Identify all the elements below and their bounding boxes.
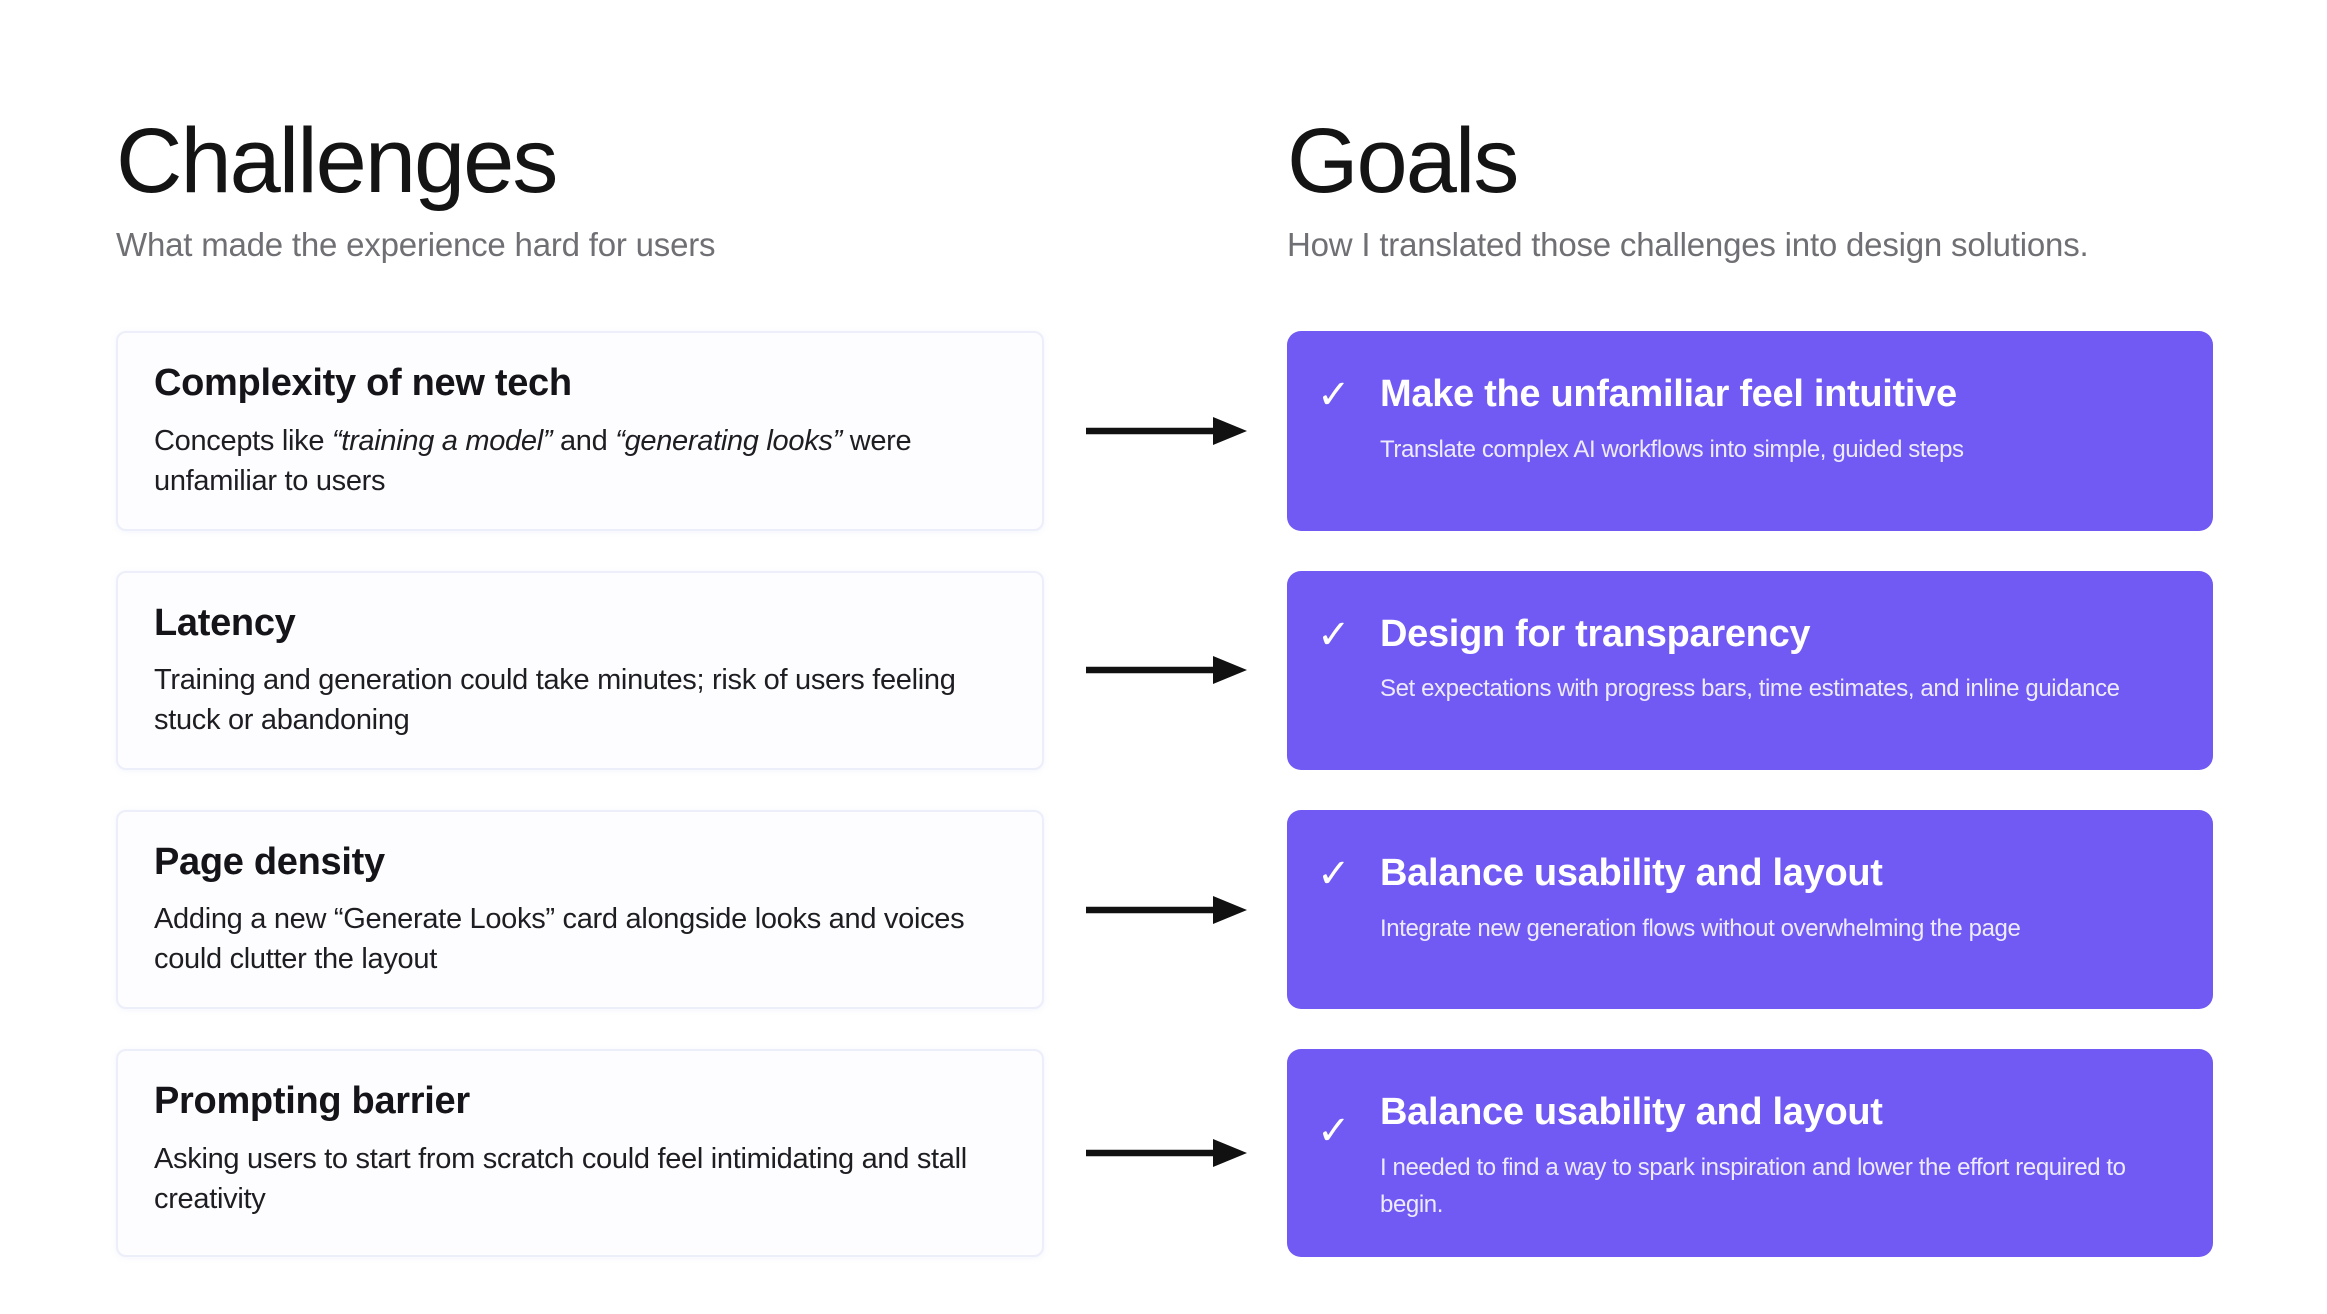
goal-card-body: Integrate new generation flows without o… xyxy=(1380,914,2021,942)
goal-card-text: Balance usability and layout I needed to… xyxy=(1380,1089,2185,1223)
challenge-card-body: Adding a new “Generate Looks” card along… xyxy=(154,903,965,976)
headers-row: Challenges What made the experience hard… xyxy=(116,110,2213,269)
goal-card-title: Balance usability and layout xyxy=(1380,852,1883,895)
challenges-header: Challenges What made the experience hard… xyxy=(116,110,1044,269)
challenge-card-page-density: Page density Adding a new “Generate Look… xyxy=(116,810,1044,1010)
goal-card-body: Set expectations with progress bars, tim… xyxy=(1380,675,2120,703)
goal-card-text: Balance usability and layout Integrate n… xyxy=(1380,850,2021,947)
challenge-card-title: Prompting barrier xyxy=(154,1080,470,1123)
checkmark-icon: ✓ xyxy=(1317,612,1351,657)
goal-card-spark-inspiration: ✓ Balance usability and layout I needed … xyxy=(1287,1049,2213,1258)
challenge-card-body: Training and generation could take minut… xyxy=(154,664,956,737)
challenge-card-body: Concepts like “training a model” and “ge… xyxy=(154,424,912,497)
arrow-right-icon xyxy=(1085,1139,1247,1168)
cards-grid: Complexity of new tech Concepts like “tr… xyxy=(116,331,2213,1258)
goal-card-title: Make the unfamiliar feel intuitive xyxy=(1380,373,1957,416)
arrow-cell xyxy=(1044,1049,1287,1257)
challenge-card-prompting-barrier: Prompting barrier Asking users to start … xyxy=(116,1049,1044,1258)
goal-card-title: Design for transparency xyxy=(1380,612,1811,655)
arrow-cell xyxy=(1044,810,1287,1009)
arrow-right-icon xyxy=(1085,656,1247,685)
arrow-right-icon xyxy=(1085,895,1247,924)
challenge-card-latency: Latency Training and generation could ta… xyxy=(116,570,1044,771)
challenge-card-body: Asking users to start from scratch could… xyxy=(154,1142,967,1215)
challenge-card-title: Page density xyxy=(154,841,385,884)
goals-title: Goals xyxy=(1287,110,1519,212)
goals-subtitle: How I translated those challenges into d… xyxy=(1287,226,2089,264)
goal-card-balance-usability: ✓ Balance usability and layout Integrate… xyxy=(1287,810,2213,1010)
challenges-subtitle: What made the experience hard for users xyxy=(116,226,716,264)
checkmark-icon: ✓ xyxy=(1317,852,1351,897)
goal-card-title: Balance usability and layout xyxy=(1380,1091,1883,1134)
goal-card-text: Design for transparency Set expectations… xyxy=(1380,611,2120,708)
checkmark-icon: ✓ xyxy=(1317,373,1351,418)
challenges-title: Challenges xyxy=(116,110,558,212)
goal-card-text: Make the unfamiliar feel intuitive Trans… xyxy=(1380,371,1964,468)
arrow-cell xyxy=(1044,331,1287,530)
goal-card-body: I needed to find a way to spark inspirat… xyxy=(1380,1153,2126,1219)
goal-card-body: Translate complex AI workflows into simp… xyxy=(1380,435,1964,463)
challenge-card-title: Latency xyxy=(154,601,296,644)
challenge-card-complexity: Complexity of new tech Concepts like “tr… xyxy=(116,331,1044,531)
challenge-card-title: Complexity of new tech xyxy=(154,362,572,405)
goal-card-transparency: ✓ Design for transparency Set expectatio… xyxy=(1287,570,2213,771)
arrow-cell xyxy=(1044,571,1287,770)
arrow-right-icon xyxy=(1085,416,1247,445)
goal-card-intuitive: ✓ Make the unfamiliar feel intuitive Tra… xyxy=(1287,331,2213,531)
goals-header: Goals How I translated those challenges … xyxy=(1287,110,2213,269)
checkmark-icon: ✓ xyxy=(1317,1109,1351,1154)
